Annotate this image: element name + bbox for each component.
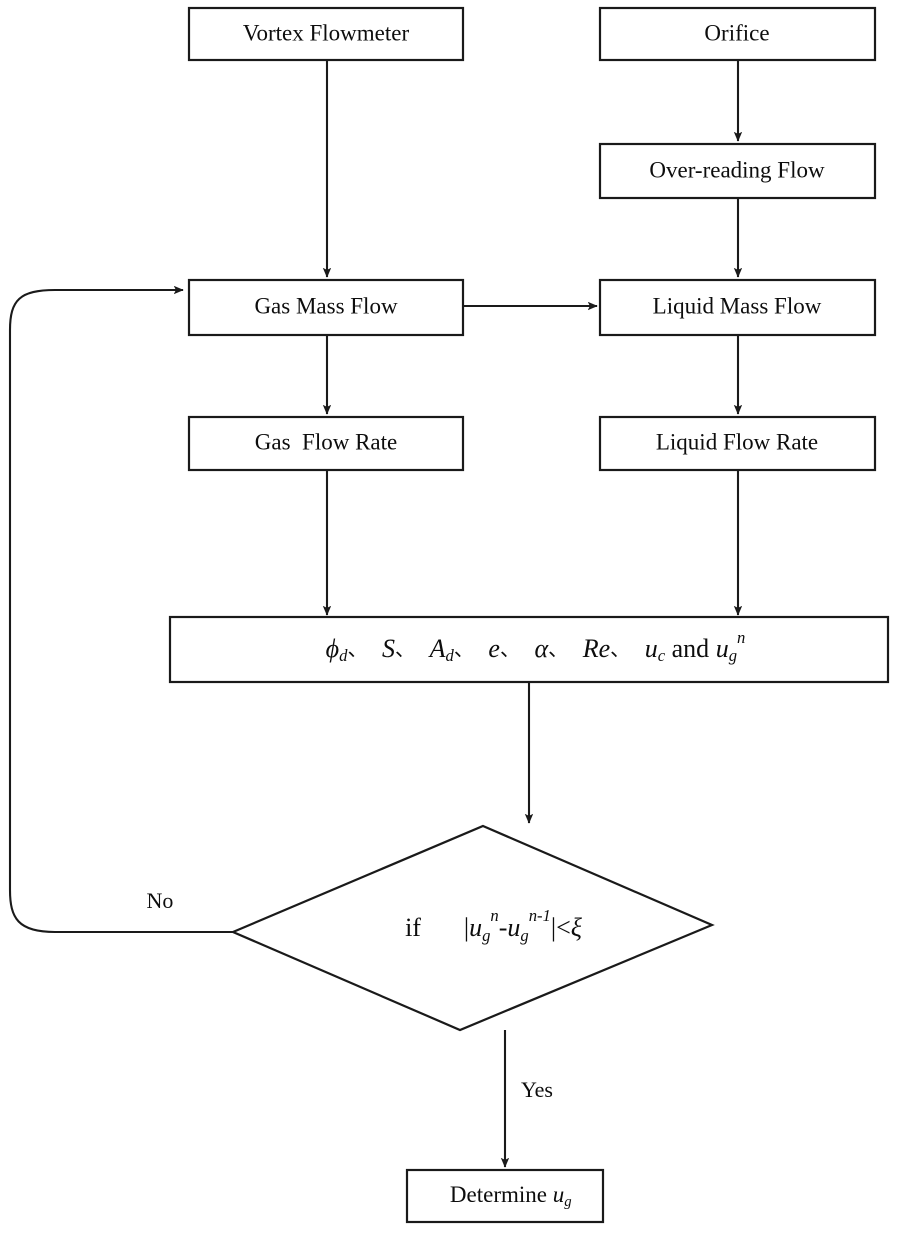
edge-label-yes: Yes <box>521 1077 553 1102</box>
param-term-0-sep: 、 <box>347 639 367 661</box>
node-orifice-label: Orifice <box>704 20 769 45</box>
node-gas-flow-rate-box <box>187 415 465 472</box>
param-last-sup: n <box>737 628 745 647</box>
determine-sub: g <box>564 1194 571 1210</box>
node-gas-mass-flow-label: Gas Mass Flow <box>254 293 398 318</box>
node-liquid-mass-flow-label: Liquid Mass Flow <box>653 293 822 318</box>
param-term-3-sep: 、 <box>500 639 520 661</box>
decision-open-bar: | <box>464 913 469 942</box>
node-gas-flow-rate-label: Gas Flow Rate <box>255 429 397 454</box>
node-parameters-box <box>168 615 890 684</box>
param-term-6-base: u <box>645 634 658 663</box>
param-term-4-sep: 、 <box>548 639 568 661</box>
param-term-2-base: A <box>428 634 446 663</box>
decision-right-base: u <box>507 913 520 942</box>
param-term-6-sub: c <box>658 646 666 665</box>
param-term-1-sep: 、 <box>395 639 415 661</box>
node-decision-diamond <box>230 824 715 1032</box>
node-determine-label: Determine ug <box>410 1182 601 1213</box>
decision-left-sub: g <box>482 926 490 945</box>
node-over-reading-flow-label: Over-reading Flow <box>649 157 825 182</box>
param-term-0-base: ϕ <box>326 634 339 663</box>
param-term-3-base: e <box>488 634 500 663</box>
decision-keyword: if <box>405 913 421 942</box>
edge-decision-no-feedback-loop <box>8 285 233 934</box>
node-liquid-flow-rate-box <box>598 415 877 472</box>
param-last-base: u <box>716 634 729 663</box>
node-liquid-flow-rate-label: Liquid Flow Rate <box>656 429 818 454</box>
edge-label-no: No <box>147 888 174 913</box>
node-gas-mass-flow-box <box>187 278 465 337</box>
decision-close-bar: | <box>551 913 556 942</box>
node-vortex-flowmeter-label: Vortex Flowmeter <box>243 20 410 45</box>
decision-left-sup: n <box>490 906 498 925</box>
param-term-2-sub: d <box>446 646 455 665</box>
node-decision-formula: if |ugn-ugn-1|<ξ <box>360 906 615 945</box>
param-last-sub: g <box>729 646 737 665</box>
param-term-5-sep: 、 <box>610 639 630 661</box>
node-parameters-formula: ϕd、 S、 Ad、 e、 α、 Re、 uc and ugn <box>280 622 778 665</box>
param-term-2-sep: 、 <box>454 639 474 661</box>
param-term-4-base: α <box>535 634 550 663</box>
decision-left-base: u <box>469 913 482 942</box>
node-over-reading-flow-box <box>598 142 877 200</box>
param-term-0-sub: d <box>339 646 348 665</box>
decision-right-sup: n-1 <box>529 906 551 925</box>
node-orifice-box <box>598 6 877 62</box>
decision-threshold: ξ <box>571 913 583 942</box>
decision-right-sub: g <box>520 926 528 945</box>
decision-comparator: < <box>556 913 571 942</box>
param-term-5-base: Re <box>582 634 610 663</box>
determine-prefix: Determine <box>450 1182 553 1207</box>
node-determine-box <box>405 1168 605 1224</box>
param-conjunction: and <box>672 634 710 663</box>
node-liquid-mass-flow-box <box>598 278 877 337</box>
determine-var: u <box>553 1182 565 1207</box>
param-term-1-base: S <box>382 634 395 663</box>
node-vortex-flowmeter-box <box>187 6 465 62</box>
decision-operator: - <box>499 913 508 942</box>
